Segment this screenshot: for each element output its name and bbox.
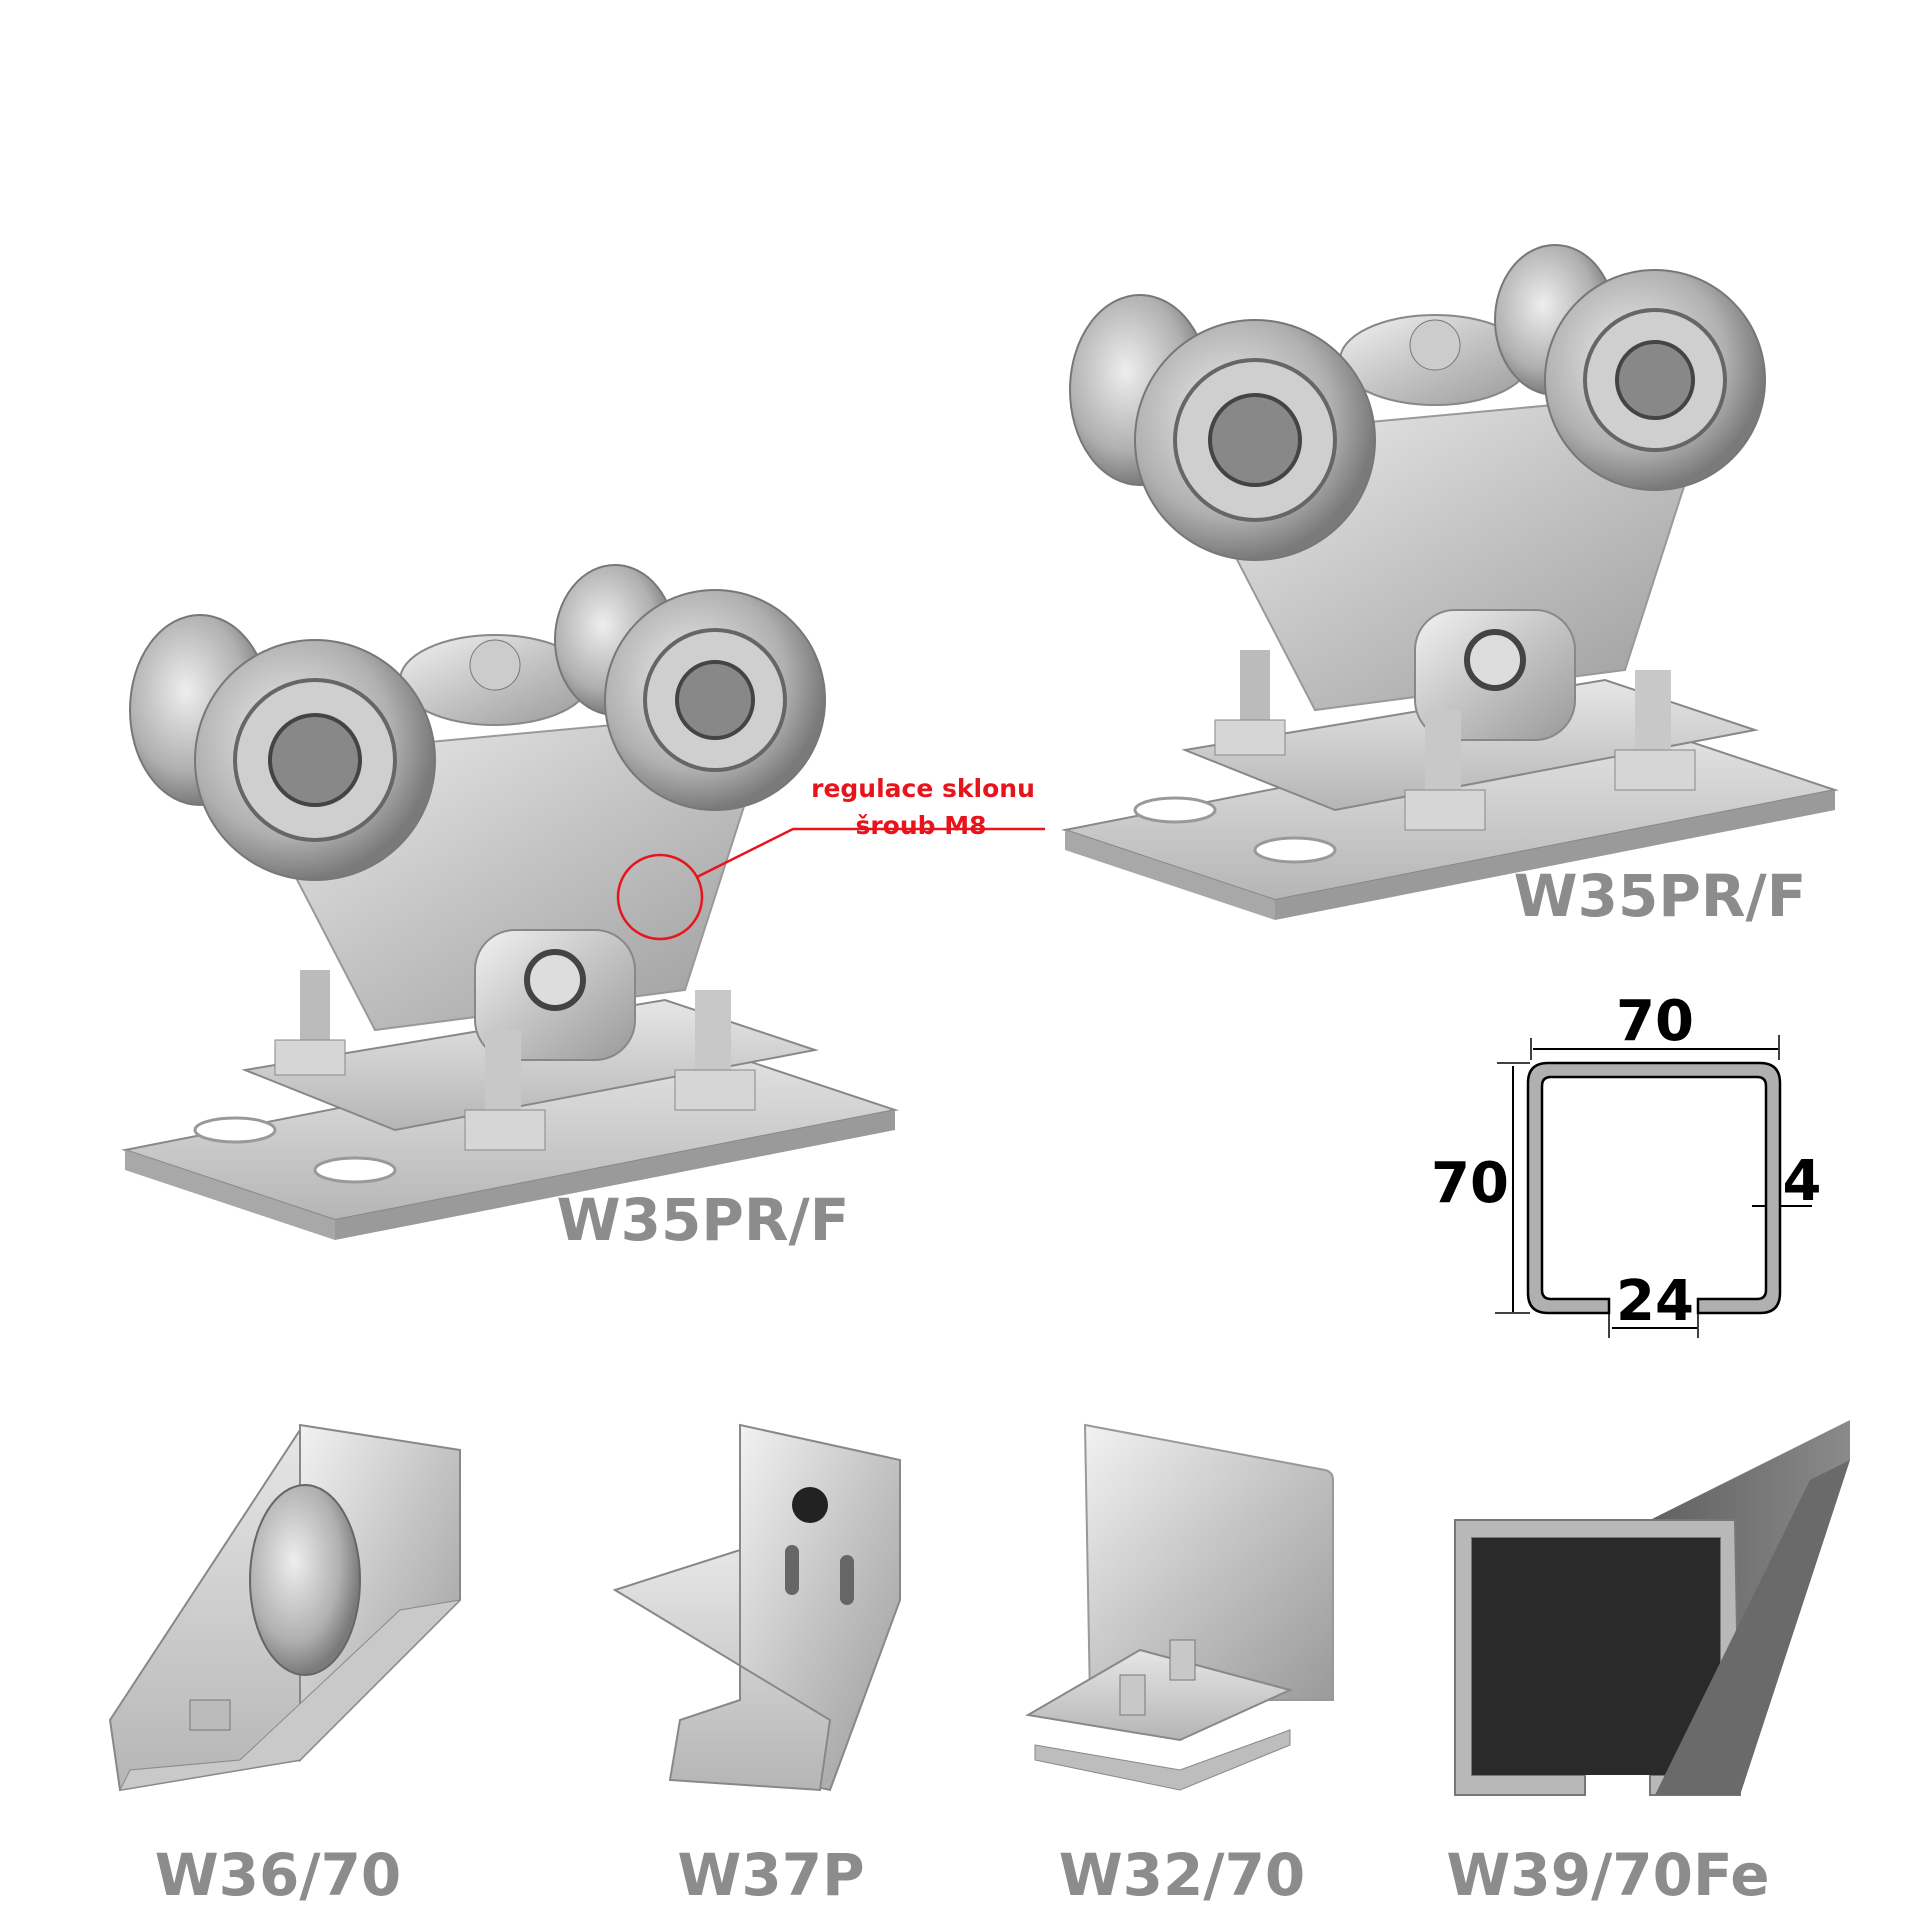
leader-line	[696, 827, 1045, 879]
dimension-thickness: 4	[1783, 1149, 1822, 1214]
product-label-w36: W36/70	[155, 1841, 402, 1909]
catcher-image	[612, 1423, 901, 1792]
annotation-line1: regulace sklonu	[811, 774, 1035, 803]
highlight-circle	[616, 853, 704, 941]
product-label-w35pr-left: W35PR/F	[557, 1186, 850, 1254]
product-label-w35pr-right: W35PR/F	[1514, 862, 1807, 930]
dimension-height: 70	[1431, 1151, 1509, 1216]
trolley-image-left	[125, 565, 895, 1240]
end-roller-image	[108, 1423, 462, 1792]
steel-rail-image	[1454, 1420, 1850, 1796]
top-guide-image	[1025, 1423, 1334, 1791]
adjustment-annotation: regulace sklonu šroub M8	[616, 774, 1045, 941]
dimension-opening: 24	[1616, 1269, 1694, 1334]
annotation-line2: šroub M8	[855, 811, 986, 840]
profile-dimension-drawing: 70 70 4 24	[1431, 989, 1821, 1338]
dimension-width: 70	[1616, 989, 1694, 1054]
product-label-w37p: W37P	[677, 1841, 864, 1909]
product-label-w39: W39/70Fe	[1446, 1841, 1769, 1909]
product-label-w32: W32/70	[1059, 1841, 1306, 1909]
trolley-image-right	[1065, 245, 1835, 920]
